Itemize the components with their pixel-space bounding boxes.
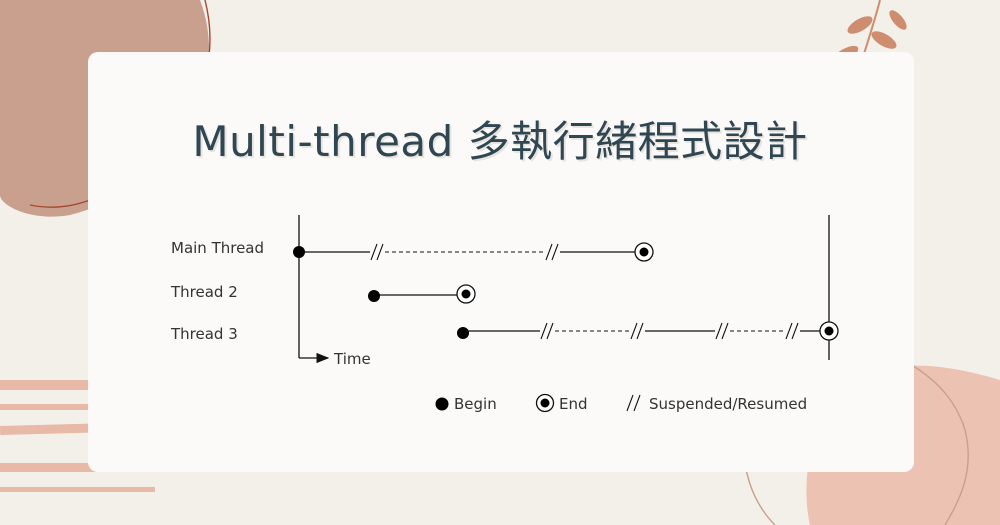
legend-begin-icon — [435, 397, 449, 411]
begin-marker — [457, 327, 469, 339]
stripe-1 — [0, 380, 152, 390]
suspend-mark — [370, 243, 384, 261]
legend-begin-label: Begin — [454, 395, 497, 413]
content-card — [88, 52, 914, 472]
begin-marker — [293, 246, 305, 258]
legend-suspended-icon — [626, 394, 641, 412]
thread-label-main: Main Thread — [171, 239, 265, 257]
resume-mark — [545, 243, 559, 261]
thread-2-timeline — [368, 284, 476, 304]
thread-3-timeline — [457, 321, 839, 341]
thread-label-2: Thread 2 — [171, 283, 238, 301]
main-thread-timeline — [293, 242, 654, 262]
thread-label-3: Thread 3 — [171, 325, 238, 343]
begin-marker — [368, 290, 380, 302]
time-axis-label: Time — [334, 350, 371, 368]
stripe-5 — [0, 487, 155, 492]
stripe-2 — [0, 404, 152, 410]
legend-end-label: End — [559, 395, 588, 413]
legend-suspended-label: Suspended/Resumed — [649, 395, 808, 413]
page-title: Multi-thread 多執行緒程式設計 — [192, 117, 808, 166]
